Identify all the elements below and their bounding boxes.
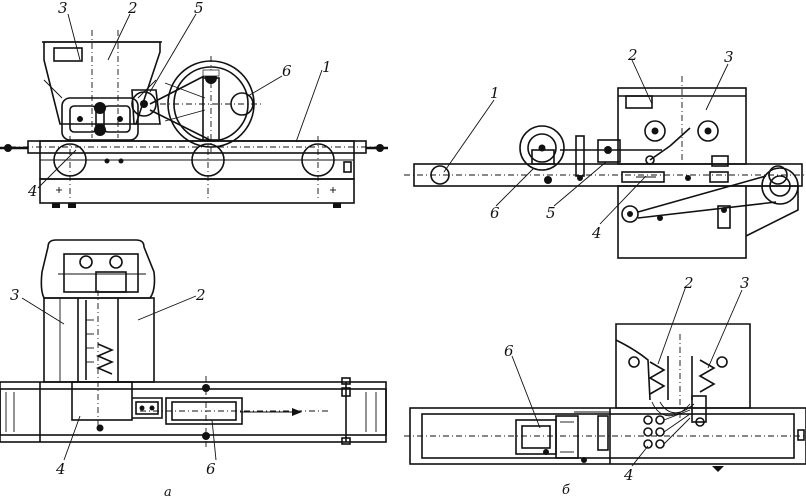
label-b-side-1: 1 (490, 84, 500, 102)
label-b-side-5: 5 (546, 204, 556, 222)
label-a-top-4: 4 (55, 460, 66, 478)
label-a-side-5: 5 (194, 0, 204, 17)
label-b-top-6: 6 (504, 342, 514, 360)
label-a-side-2: 2 (127, 0, 138, 17)
label-b-side-2: 2 (627, 46, 638, 64)
view-b-side (404, 59, 806, 259)
caption-b: б (562, 483, 570, 498)
label-a-side-1: 1 (322, 58, 332, 76)
label-b-side-4: 4 (591, 224, 602, 242)
label-a-top-6: 6 (206, 460, 216, 478)
label-b-top-3: 3 (740, 274, 750, 292)
caption-a: а (164, 485, 172, 500)
label-b-top-4: 4 (623, 466, 634, 484)
label-b-top-2: 2 (683, 274, 694, 292)
label-b-side-6: 6 (490, 204, 500, 222)
label-b-side-3: 3 (724, 48, 734, 66)
label-a-top-2: 2 (195, 286, 206, 304)
view-a-top (0, 239, 387, 461)
label-a-side-3: 3 (58, 0, 68, 17)
view-b-top (404, 285, 806, 472)
label-a-side-6: 6 (282, 62, 292, 80)
label-a-side-4: 4 (27, 182, 38, 200)
view-a-side (0, 13, 388, 208)
label-a-top-3: 3 (10, 286, 20, 304)
